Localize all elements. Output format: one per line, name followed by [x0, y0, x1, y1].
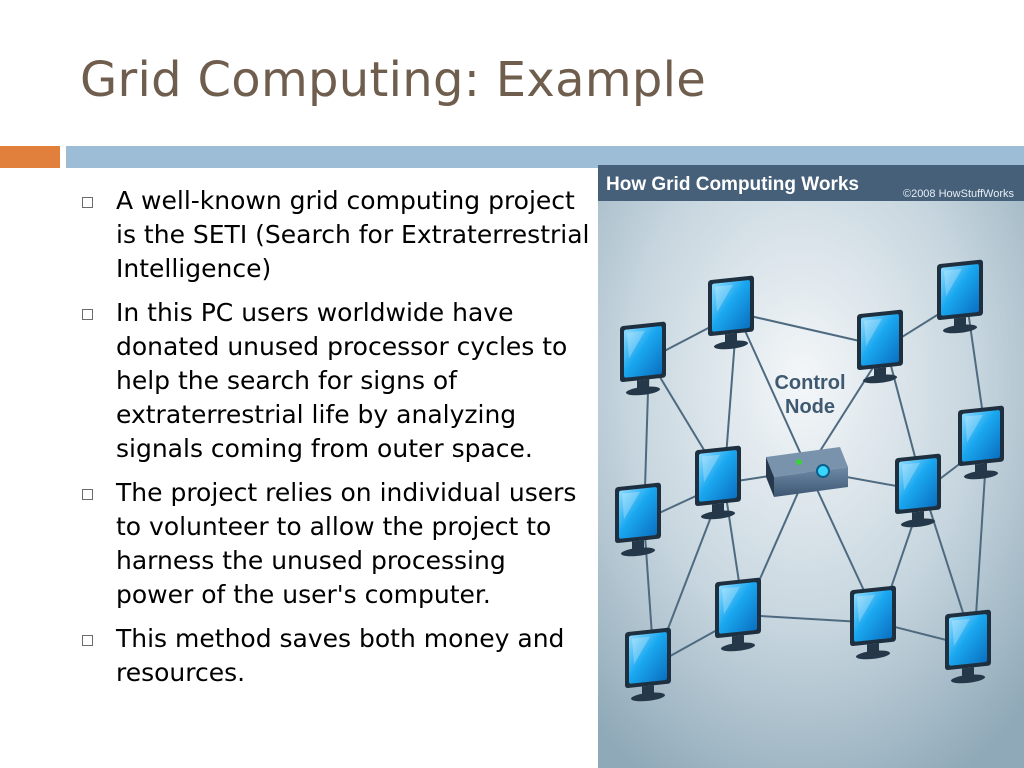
grid-computing-diagram: How Grid Computing Works ©2008 HowStuffW… — [598, 165, 1024, 768]
bullet-text: The project relies on individual users t… — [116, 478, 577, 609]
diagram-header-band — [598, 165, 1024, 201]
control-node-label-line2: Node — [785, 396, 835, 418]
network-link — [736, 312, 809, 471]
diagram-copyright: ©2008 HowStuffWorks — [903, 188, 1015, 200]
bullet-text: This method saves both money and resourc… — [116, 624, 565, 687]
square-bullet-icon — [82, 309, 93, 320]
bullet-item: This method saves both money and resourc… — [80, 622, 590, 690]
accent-bar-blue — [66, 146, 1024, 168]
computer-monitor-icon — [850, 585, 896, 660]
control-node — [766, 447, 848, 497]
bullet-item: In this PC users worldwide have donated … — [80, 296, 590, 466]
bullet-text: In this PC users worldwide have donated … — [116, 298, 568, 463]
computer-monitor-icon — [945, 609, 991, 684]
bullet-list: A well-known grid computing project is t… — [80, 184, 590, 700]
accent-bar-orange — [0, 146, 60, 168]
square-bullet-icon — [82, 489, 93, 500]
computer-monitor-icon — [625, 627, 671, 702]
square-bullet-icon — [82, 197, 93, 208]
square-bullet-icon — [82, 635, 93, 646]
computer-monitor-icon — [937, 259, 983, 334]
computer-monitors — [615, 259, 1004, 702]
computer-monitor-icon — [958, 405, 1004, 480]
control-node-label-line1: Control — [774, 372, 845, 394]
bullet-item: The project relies on individual users t… — [80, 476, 590, 612]
bullet-item: A well-known grid computing project is t… — [80, 184, 590, 286]
computer-monitor-icon — [620, 321, 666, 396]
bullet-text: A well-known grid computing project is t… — [116, 186, 590, 283]
computer-monitor-icon — [895, 453, 941, 528]
computer-monitor-icon — [715, 577, 761, 652]
diagram-header-title: How Grid Computing Works — [606, 174, 859, 195]
computer-monitor-icon — [708, 275, 754, 350]
slide-title: Grid Computing: Example — [80, 52, 707, 108]
computer-monitor-icon — [615, 482, 661, 557]
computer-monitor-icon — [695, 445, 741, 520]
computer-monitor-icon — [857, 309, 903, 384]
